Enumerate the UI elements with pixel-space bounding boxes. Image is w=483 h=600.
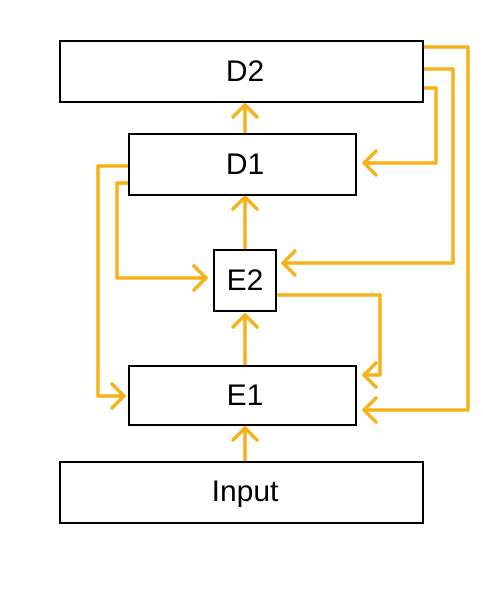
e1-label: E1 <box>227 379 264 412</box>
connectors <box>96 45 470 463</box>
node-input: Input <box>59 461 424 524</box>
arrowhead-d1-to-d2 <box>231 103 259 119</box>
arrowhead-d2-to-e1 <box>362 396 378 424</box>
arrowhead-d2-to-d1 <box>362 149 378 177</box>
d2-box <box>59 40 424 103</box>
d1-box <box>128 133 357 196</box>
arrowhead-d1-to-e1 <box>110 382 126 410</box>
skip-d2-to-e1 <box>362 45 470 412</box>
d2-label: D2 <box>226 55 264 88</box>
skip-d1-to-e2 <box>115 181 208 280</box>
arrowhead-e2-to-e1 <box>362 361 378 389</box>
arrowhead-d1-to-e2 <box>192 264 208 292</box>
e1-box <box>128 365 357 426</box>
skip-d2-to-e2 <box>281 67 455 265</box>
e2-box <box>213 249 277 312</box>
arrowhead-input-to-e1 <box>231 426 259 442</box>
arrowhead-e2-to-d1 <box>231 195 259 211</box>
input-label: Input <box>212 475 279 508</box>
input-box <box>59 461 424 524</box>
skip-d2-to-d1 <box>362 86 438 165</box>
node-e2: E2 <box>213 249 277 312</box>
node-e1: E1 <box>128 365 357 426</box>
node-d2: D2 <box>59 40 424 103</box>
e2-label: E2 <box>227 264 264 297</box>
arrowhead-d2-to-e2 <box>281 249 297 277</box>
skip-e2-to-e1 <box>275 293 382 377</box>
node-d1: D1 <box>128 133 357 196</box>
arrowhead-e1-to-e2 <box>231 313 259 329</box>
d1-label: D1 <box>226 148 264 181</box>
skip-d1-to-e1 <box>96 164 131 398</box>
